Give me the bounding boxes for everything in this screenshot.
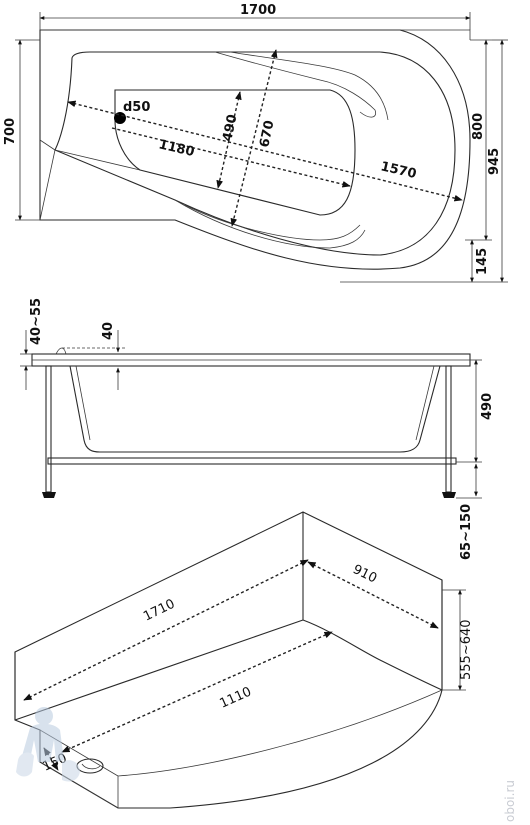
top-inner-diag-label: 670 — [257, 119, 277, 149]
side-frame-bar — [47, 457, 457, 465]
top-diag-length-label: 1570 — [379, 159, 418, 182]
iso-top-outline — [14, 511, 443, 809]
top-width-left-label: 700 — [3, 118, 18, 145]
iso-view: 1710 910 555~640 1110 150 — [14, 511, 474, 809]
top-offset-label: 145 — [475, 248, 490, 275]
top-length-label: 1700 — [240, 3, 276, 18]
top-inner-length-label: 1180 — [157, 137, 196, 160]
top-inner-width-label: 490 — [220, 113, 240, 143]
top-inner-floor — [114, 89, 356, 216]
iso-short-side-label: 910 — [350, 562, 379, 586]
side-rim-range-label: 40~55 — [29, 298, 44, 345]
side-leg-left — [45, 365, 52, 493]
top-outer-outline — [39, 29, 471, 270]
iso-drain — [76, 758, 104, 774]
top-width-total-label: 945 — [487, 148, 502, 175]
watermark-text: oboi.ru — [503, 780, 517, 822]
side-leg-right — [445, 365, 452, 493]
top-drain-label: d50 — [123, 100, 150, 115]
top-view: d50 1700 700 800 945 145 490 670 1180 — [3, 3, 508, 283]
watermark-logo-icon — [16, 707, 80, 782]
iso-long-side-label: 1710 — [141, 597, 177, 625]
top-width-right-label: 800 — [471, 113, 486, 140]
side-rim-label: 40 — [101, 322, 116, 340]
side-view: 40~55 40 490 65~150 — [20, 298, 495, 560]
side-legs-label: 65~150 — [459, 504, 474, 560]
side-depth-label: 490 — [480, 393, 495, 420]
side-basin — [69, 365, 441, 453]
iso-height-label: 555~640 — [459, 619, 474, 680]
iso-front-label: 1110 — [218, 684, 254, 711]
top-inner-basin — [54, 51, 456, 256]
